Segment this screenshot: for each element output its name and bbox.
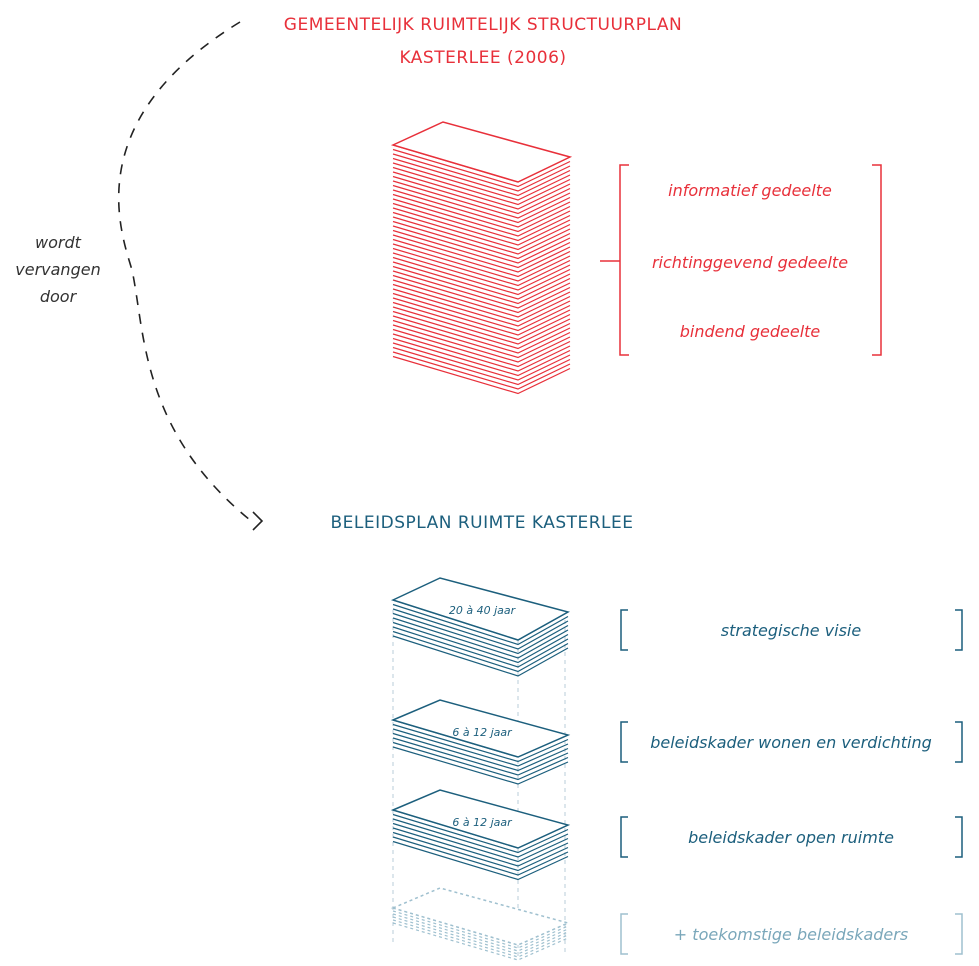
layer-years-1: 20 à 40 jaar: [449, 604, 517, 617]
slab-strategische-visie: [390, 577, 570, 677]
arrow-head-icon: [252, 511, 264, 531]
replacement-arrow: [117, 21, 251, 521]
old-plan-part-informatief: informatief gedeelte: [668, 181, 832, 200]
slab-toekomstige: [390, 887, 571, 961]
layer-label-strategische-visie: strategische visie: [721, 621, 862, 640]
transition-label-1: wordt: [35, 233, 82, 252]
old-plan-part-bindend: bindend gedeelte: [680, 322, 821, 341]
old-plan-stack: [390, 121, 573, 395]
layer-label-wonen-verdichting: beleidskader wonen en verdichting: [650, 733, 932, 752]
new-plan-stacks: [390, 577, 571, 961]
layer-years-3: 6 à 12 jaar: [452, 816, 513, 829]
slab-wonen-verdichting: [390, 699, 571, 785]
layer-years-2: 6 à 12 jaar: [452, 726, 513, 739]
old-plan-bracket: [600, 164, 882, 356]
transition-label-2: vervangen: [15, 260, 100, 279]
slab-open-ruimte: [390, 789, 571, 881]
layer-label-toekomstige: + toekomstige beleidskaders: [674, 925, 908, 944]
layer-brackets: [620, 609, 963, 955]
red-document-stack: [390, 121, 573, 395]
old-plan-title-line1: GEMEENTELIJK RUIMTELIJK STRUCTUURPLAN: [284, 15, 682, 35]
layer-label-open-ruimte: beleidskader open ruimte: [688, 828, 894, 847]
transition-label-3: door: [40, 287, 78, 306]
layer-guides: [392, 610, 566, 960]
old-plan-part-richtinggevend: richtinggevend gedeelte: [652, 253, 848, 272]
new-plan-title: BELEIDSPLAN RUIMTE KASTERLEE: [331, 513, 634, 533]
old-plan-title-line2: KASTERLEE (2006): [399, 48, 566, 68]
